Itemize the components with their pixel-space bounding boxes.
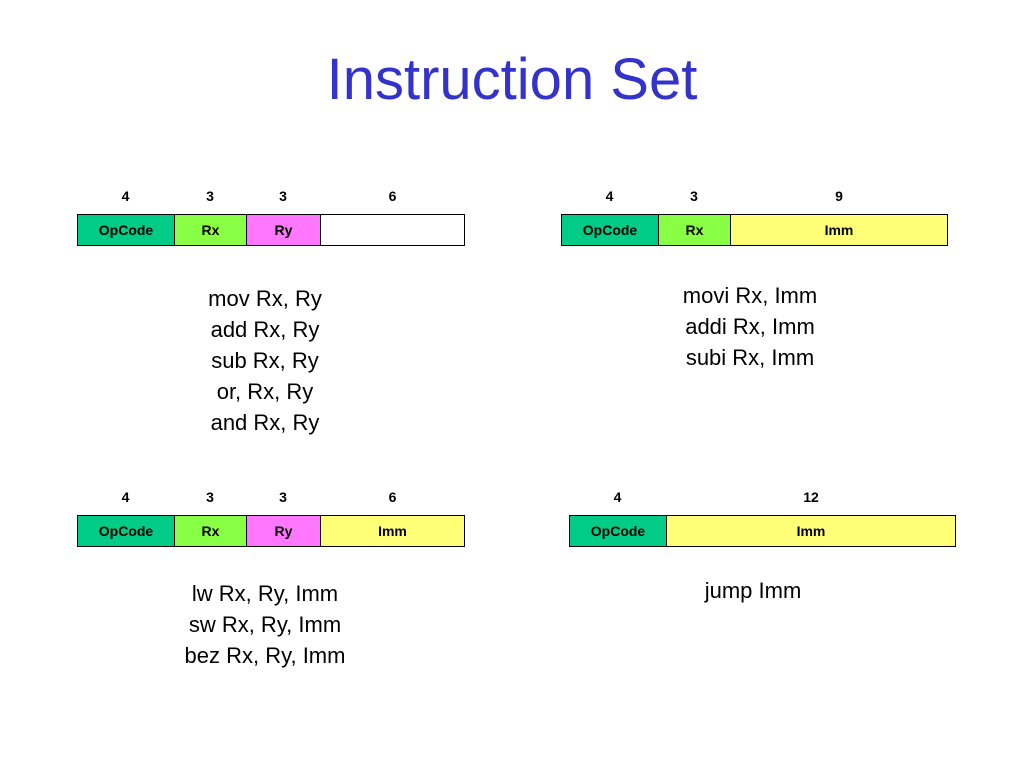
format-register: 4 3 3 6 OpCode Rx Ry <box>77 186 465 246</box>
bit-width-rx: 3 <box>206 188 214 204</box>
bit-width-imm: 12 <box>803 489 819 505</box>
bit-width-imm: 6 <box>388 489 397 505</box>
field-imm: Imm <box>321 516 464 546</box>
instruction-item: sw Rx, Ry, Imm <box>188 612 342 637</box>
bit-width-opcode: 4 <box>605 188 614 204</box>
bit-width-rx: 3 <box>690 188 698 204</box>
field-layout: OpCode Rx Ry Imm <box>77 515 465 547</box>
bit-width-opcode: 4 <box>613 489 622 505</box>
field-layout: OpCode Rx Imm <box>561 214 948 246</box>
instruction-item: add Rx, Ry <box>210 317 320 342</box>
field-unused <box>321 215 464 245</box>
instruction-list-immediate: movi Rx, Imm addi Rx, Imm subi Rx, Imm <box>600 280 900 373</box>
bit-width-opcode: 4 <box>121 188 130 204</box>
bit-width-unused: 6 <box>388 188 397 204</box>
instruction-item: subi Rx, Imm <box>685 345 815 370</box>
bit-widths: 4 3 9 <box>561 186 948 206</box>
slide-title: Instruction Set <box>326 47 698 112</box>
field-opcode: OpCode <box>562 215 659 245</box>
instruction-item: bez Rx, Ry, Imm <box>184 643 346 668</box>
instruction-list-register: mov Rx, Ry add Rx, Ry sub Rx, Ry or, Rx,… <box>115 283 415 438</box>
bit-widths: 4 12 <box>569 487 956 507</box>
instruction-item: movi Rx, Imm <box>682 283 818 308</box>
bit-width-rx: 3 <box>206 489 214 505</box>
instruction-item: jump Imm <box>704 578 802 603</box>
instruction-item: lw Rx, Ry, Imm <box>191 581 339 606</box>
field-imm: Imm <box>667 516 955 546</box>
field-rx: Rx <box>175 516 247 546</box>
bit-widths: 4 3 3 6 <box>77 186 465 206</box>
field-layout: OpCode Rx Ry <box>77 214 465 246</box>
field-ry: Ry <box>247 215 321 245</box>
field-layout: OpCode Imm <box>569 515 956 547</box>
format-jump: 4 12 OpCode Imm <box>569 487 956 547</box>
field-rx: Rx <box>175 215 247 245</box>
field-rx: Rx <box>659 215 731 245</box>
bit-width-ry: 3 <box>279 489 287 505</box>
format-immediate: 4 3 9 OpCode Rx Imm <box>561 186 948 246</box>
field-opcode: OpCode <box>78 516 175 546</box>
field-opcode: OpCode <box>570 516 667 546</box>
instruction-item: sub Rx, Ry <box>211 348 319 373</box>
format-memory: 4 3 3 6 OpCode Rx Ry Imm <box>77 487 465 547</box>
bit-widths: 4 3 3 6 <box>77 487 465 507</box>
instruction-list-jump: jump Imm <box>603 575 903 606</box>
bit-width-ry: 3 <box>279 188 287 204</box>
field-imm: Imm <box>731 215 947 245</box>
instruction-item: or, Rx, Ry <box>216 379 314 404</box>
field-opcode: OpCode <box>78 215 175 245</box>
instruction-item: addi Rx, Imm <box>685 314 815 339</box>
bit-width-imm: 9 <box>835 188 843 204</box>
instruction-item: and Rx, Ry <box>210 410 320 435</box>
instruction-list-memory: lw Rx, Ry, Imm sw Rx, Ry, Imm bez Rx, Ry… <box>115 578 415 671</box>
bit-width-opcode: 4 <box>121 489 130 505</box>
instruction-item: mov Rx, Ry <box>208 286 322 311</box>
field-ry: Ry <box>247 516 321 546</box>
